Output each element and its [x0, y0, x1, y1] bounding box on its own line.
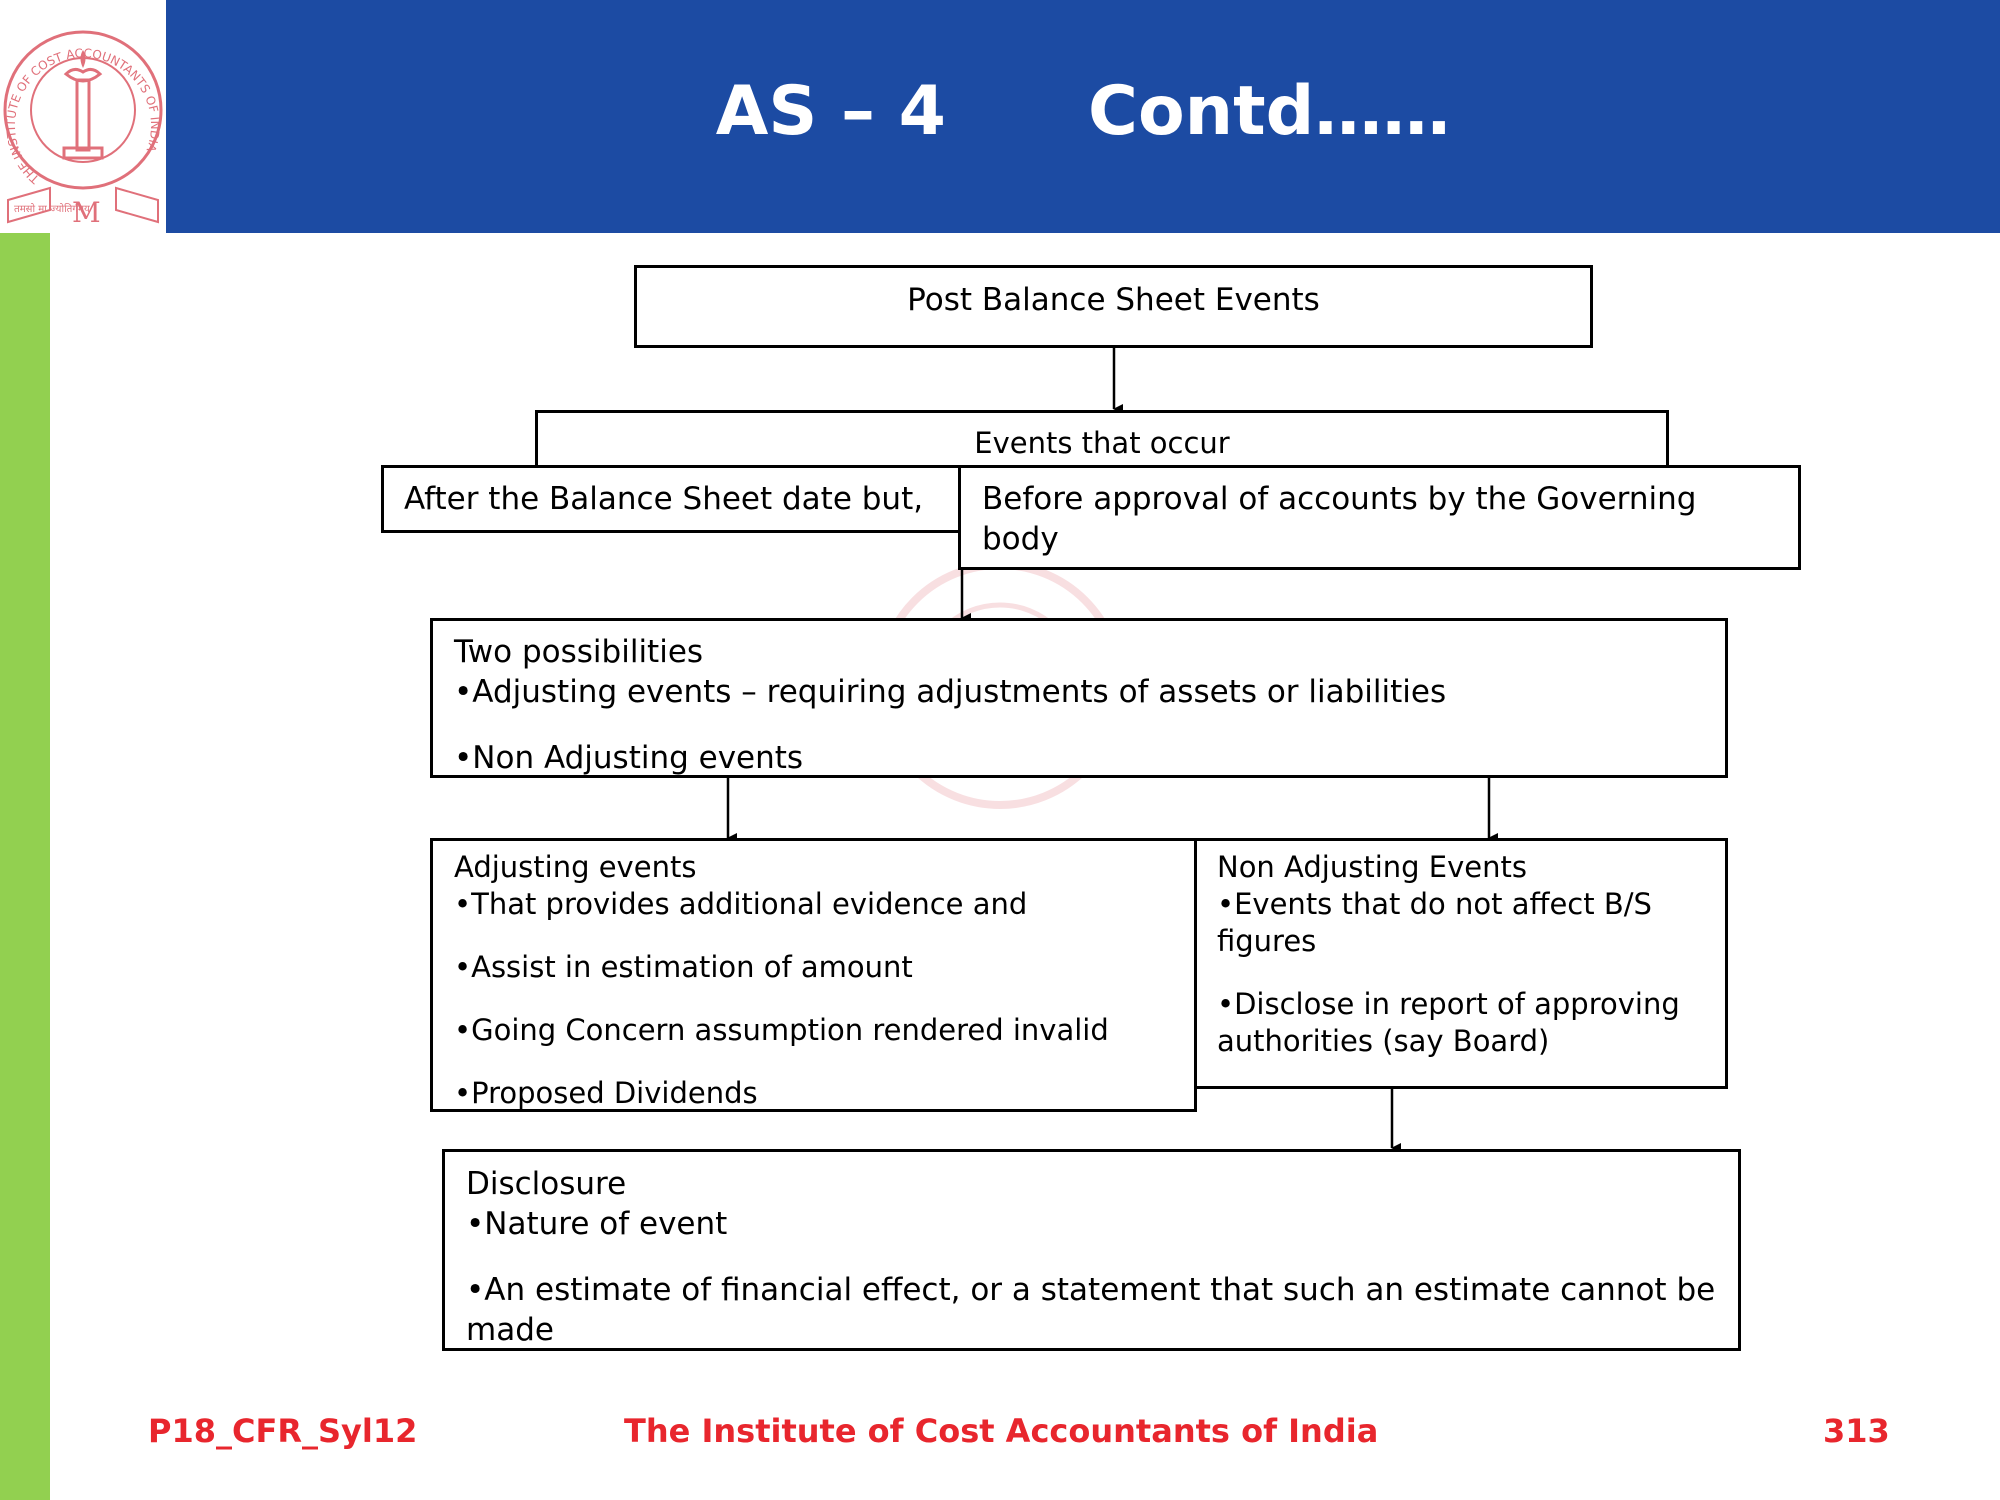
after-balance-sheet-date-box: After the Balance Sheet date but,	[381, 465, 961, 533]
before-approval-label: Before approval of accounts by the Gover…	[982, 481, 1697, 557]
disclosure-heading: Disclosure	[466, 1166, 627, 1202]
slide-title: AS – 4 Contd……	[715, 72, 1451, 151]
two-possibilities-box: Two possibilities •Adjusting events – re…	[430, 618, 1728, 778]
adjusting-events-item: •Proposed Dividends	[454, 1076, 758, 1110]
adjusting-events-item: •Going Concern assumption rendered inval…	[454, 1013, 1109, 1047]
seal-icon: THE INSTITUTE OF COST ACCOUNTANTS OF IND…	[3, 30, 163, 229]
non-adjusting-events-box: Non Adjusting Events •Events that do not…	[1194, 838, 1728, 1089]
before-approval-box: Before approval of accounts by the Gover…	[958, 465, 1801, 570]
adjusting-events-heading: Adjusting events	[454, 850, 697, 884]
events-that-occur-label: Events that occur	[974, 426, 1230, 460]
accent-bar	[0, 233, 50, 1500]
footer-page-number: 313	[1823, 1412, 1890, 1450]
disclosure-box: Disclosure •Nature of event •An estimate…	[442, 1149, 1741, 1351]
title-banner	[166, 0, 2000, 233]
after-balance-sheet-date-label: After the Balance Sheet date but,	[404, 481, 924, 517]
non-adjusting-events-heading: Non Adjusting Events	[1217, 850, 1527, 884]
two-possibilities-heading: Two possibilities	[454, 634, 704, 670]
adjusting-events-item: •Assist in estimation of amount	[454, 950, 913, 984]
footer-institute-name: The Institute of Cost Accountants of Ind…	[624, 1412, 1379, 1450]
events-that-occur-box: Events that occur	[535, 410, 1669, 470]
footer-course-code: P18_CFR_Syl12	[148, 1412, 418, 1450]
adjusting-events-box: Adjusting events •That provides addition…	[430, 838, 1197, 1112]
two-possibilities-item: •Adjusting events – requiring adjustment…	[454, 674, 1447, 710]
non-adjusting-events-item: •Events that do not affect B/S figures	[1217, 887, 1652, 958]
non-adjusting-events-item: •Disclose in report of approving authori…	[1217, 987, 1680, 1058]
disclosure-item: •An estimate of financial effect, or a s…	[466, 1272, 1716, 1348]
post-balance-sheet-events-box: Post Balance Sheet Events	[634, 265, 1593, 348]
institute-logo: THE INSTITUTE OF COST ACCOUNTANTS OF IND…	[0, 0, 166, 233]
logo-motto: तमसो मा ज्योतिर्गमय	[14, 203, 90, 215]
disclosure-item: •Nature of event	[466, 1206, 728, 1242]
two-possibilities-item: •Non Adjusting events	[454, 740, 804, 776]
adjusting-events-item: •That provides additional evidence and	[454, 887, 1028, 921]
logo-initial: M	[72, 196, 101, 229]
post-balance-sheet-events-label: Post Balance Sheet Events	[907, 282, 1320, 318]
